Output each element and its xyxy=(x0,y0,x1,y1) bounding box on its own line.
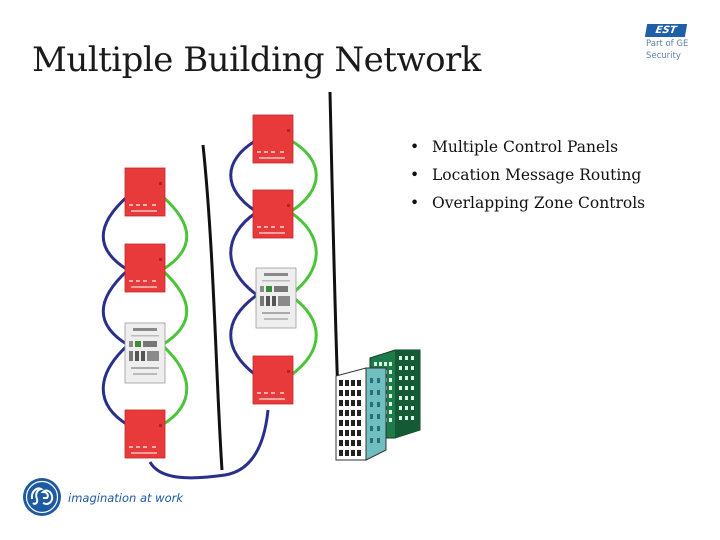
est-tagline-1: Part of GE xyxy=(646,39,689,49)
fire-panel-red xyxy=(124,409,166,459)
ge-monogram-icon xyxy=(23,478,61,516)
bullet-item: Multiple Control Panels xyxy=(410,133,645,161)
fire-panel-red xyxy=(252,189,294,239)
network-trunk-black-2 xyxy=(328,91,340,396)
loop-mid-blue xyxy=(229,138,260,378)
network-trunk-blue-bottom xyxy=(148,409,270,480)
fire-panel-red xyxy=(252,355,294,405)
fire-panel-red xyxy=(124,167,166,217)
slide-title: Multiple Building Network xyxy=(32,40,481,80)
fire-panel-red xyxy=(252,114,294,164)
fire-panel-red xyxy=(124,243,166,293)
network-trunk-black-1 xyxy=(201,144,224,471)
building-front-icon xyxy=(335,367,387,461)
control-panel-grey xyxy=(124,322,166,384)
bullet-item: Location Message Routing xyxy=(410,161,645,189)
est-logo: EST Part of GE Security xyxy=(644,24,692,68)
bullet-list: Multiple Control Panels Location Message… xyxy=(410,133,645,217)
bullet-item: Overlapping Zone Controls xyxy=(410,189,645,217)
est-tagline-2: Security xyxy=(646,51,681,61)
loop-left-blue xyxy=(101,194,131,427)
control-panel-grey xyxy=(255,267,297,329)
loop-mid-green xyxy=(287,138,318,378)
ge-tagline: imagination at work xyxy=(68,491,183,505)
loop-left-green xyxy=(159,194,189,427)
